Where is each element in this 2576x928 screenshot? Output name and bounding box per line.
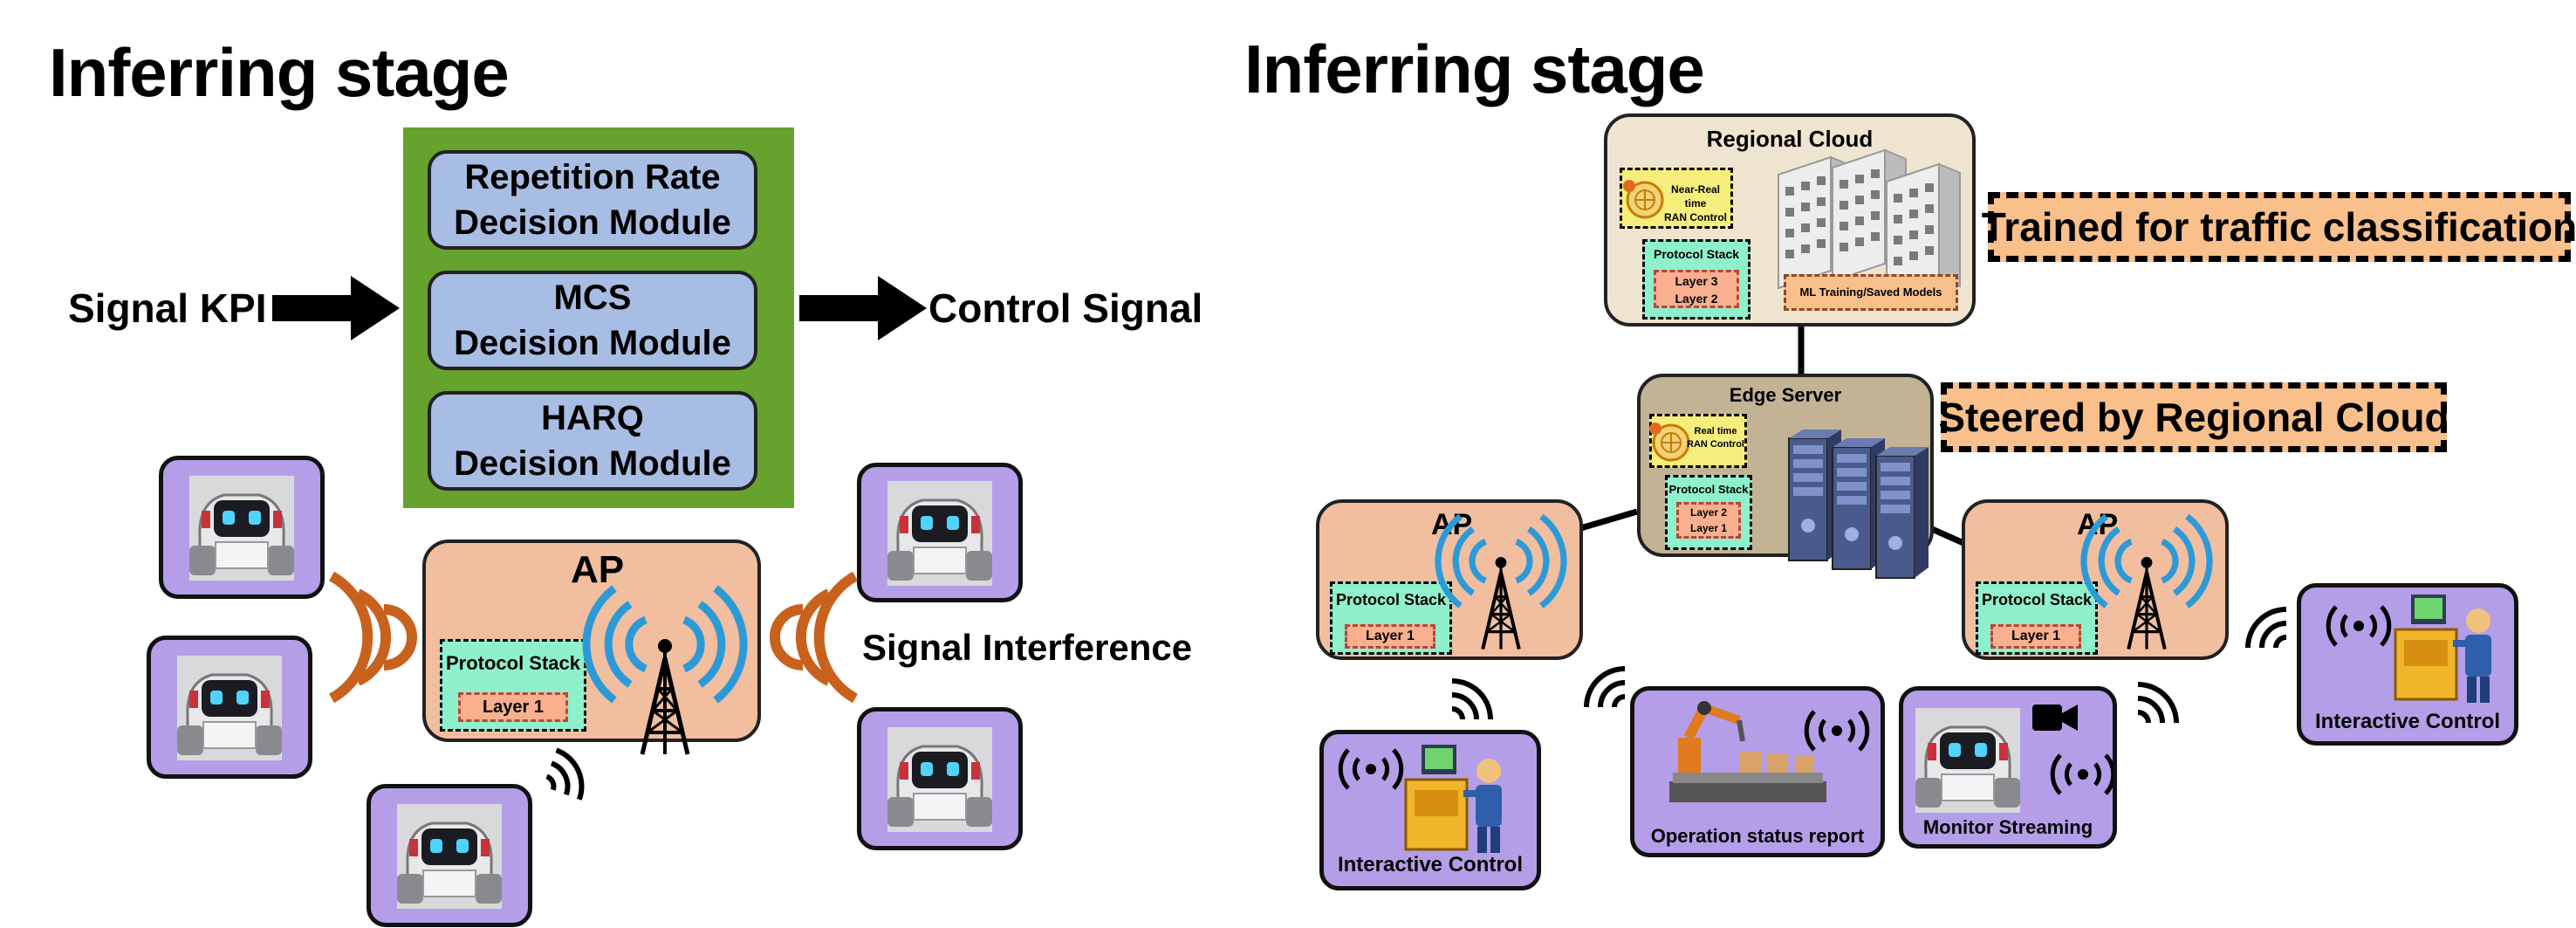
broadcast-icon bbox=[2083, 774, 2092, 783]
interference-waves-icon bbox=[770, 571, 859, 704]
steered-tag: Steered by Regional Cloud bbox=[1938, 382, 2449, 452]
interactive-control-device: Interactive Control bbox=[1319, 730, 1541, 890]
regional-cloud-label: Regional Cloud bbox=[1706, 126, 1874, 152]
trained-tag: Trained for traffic classification bbox=[1982, 192, 2576, 262]
ap-label: AP bbox=[571, 548, 625, 591]
ml-models-box: ML Training/Saved Models bbox=[1784, 274, 1958, 311]
interference-waves-icon bbox=[328, 571, 417, 704]
module-panel: Repetition Rate Decision Module MCS Deci… bbox=[403, 127, 794, 508]
control-signal-label: Control Signal bbox=[928, 285, 1203, 331]
edge-server-box: Edge Server Real time RAN Control Protoc… bbox=[1637, 374, 1934, 579]
edge-server-label: Edge Server bbox=[1729, 384, 1842, 406]
interactive-control-device: Interactive Control bbox=[2297, 583, 2518, 746]
antenna-tower-icon bbox=[1501, 571, 1510, 580]
layer-2: Layer 2 bbox=[1675, 292, 1718, 306]
gear-globe-icon bbox=[1648, 421, 1690, 462]
industrial-operator-icon bbox=[2394, 593, 2493, 705]
wifi-waves-icon bbox=[2239, 594, 2300, 655]
industrial-operator-icon bbox=[1404, 743, 1504, 855]
input-arrow bbox=[272, 276, 400, 340]
protocol-stack-box: Protocol Stack Layer 1 bbox=[440, 639, 586, 732]
rt-ric-box: Real time RAN Control bbox=[1648, 414, 1747, 468]
protocol-stack-label: Protocol Stack bbox=[445, 652, 581, 674]
device-label: Monitor Streaming bbox=[1922, 816, 2093, 838]
protocol-stack-label: Protocol Stack bbox=[1668, 483, 1749, 496]
device-label: Interactive Control bbox=[1337, 853, 1524, 876]
broadcast-icon bbox=[1837, 731, 1846, 739]
edge-protocol-stack: Protocol Stack Layer 2 Layer 1 bbox=[1665, 475, 1752, 550]
near-rt-ric-label: Near-Real time RAN Control bbox=[1664, 183, 1727, 223]
device-label: Operation status report bbox=[1650, 825, 1865, 847]
video-camera-icon bbox=[2032, 705, 2078, 731]
layer-1-box: Layer 1 bbox=[458, 692, 568, 722]
layer-2: Layer 2 bbox=[1689, 506, 1728, 519]
layer-3: Layer 3 bbox=[1675, 274, 1718, 288]
harq-module: HARQ Decision Module bbox=[428, 391, 757, 491]
device-label: Interactive Control bbox=[2314, 710, 2501, 733]
robot-icon bbox=[1914, 706, 2022, 815]
output-arrow bbox=[799, 276, 927, 340]
protocol-stack-box: Protocol Stack Layer 1 bbox=[1330, 581, 1452, 655]
protocol-stack-label: Protocol Stack bbox=[1335, 591, 1447, 608]
robot-device bbox=[147, 636, 312, 779]
broadcast-icon bbox=[2359, 626, 2367, 635]
mcs-module: MCS Decision Module bbox=[428, 271, 757, 370]
operation-status-device: Operation status report bbox=[1630, 686, 1885, 857]
signal-interference-label: Signal Interference bbox=[862, 627, 1193, 668]
protocol-stack-label: Protocol Stack bbox=[1653, 247, 1740, 261]
antenna-tower-icon bbox=[2147, 571, 2155, 580]
ap-box-right-right: AP Protocol Stack Layer 1 bbox=[1962, 499, 2229, 660]
wifi-waves-icon bbox=[1452, 677, 1504, 730]
regional-cloud-box: Regional Cloud Near-Real time RAN Contro… bbox=[1604, 113, 1976, 327]
cloud-protocol-stack: Protocol Stack Layer 3 Layer 2 bbox=[1642, 239, 1750, 320]
layer-stack: Layer 3 Layer 2 bbox=[1654, 270, 1739, 308]
gear-globe-icon bbox=[1621, 178, 1664, 219]
wifi-waves-icon bbox=[2138, 681, 2190, 733]
layer-1: Layer 1 bbox=[1689, 522, 1728, 534]
ap-box-left: AP Protocol Stack Layer 1 bbox=[422, 540, 761, 742]
left-title: Inferring stage bbox=[49, 34, 510, 111]
repetition-rate-module: Repetition Rate Decision Module bbox=[428, 150, 757, 250]
protocol-stack-label: Protocol Stack bbox=[1981, 591, 2093, 608]
server-rack-icon bbox=[1788, 429, 1929, 579]
rt-ric-label: Real time RAN Control bbox=[1687, 426, 1744, 450]
building-icon bbox=[1778, 149, 1961, 296]
robot-device bbox=[857, 707, 1023, 850]
protocol-stack-box: Protocol Stack Layer 1 bbox=[1976, 581, 2098, 655]
signal-kpi-label: Signal KPI bbox=[68, 285, 267, 331]
layer-1-box: Layer 1 bbox=[1990, 624, 2081, 649]
layer-stack: Layer 2 Layer 1 bbox=[1676, 502, 1741, 539]
robot-device bbox=[857, 463, 1023, 602]
broadcast-icon bbox=[1371, 769, 1380, 778]
ap-box-right-left: AP Protocol Stack Layer 1 bbox=[1316, 499, 1583, 660]
monitor-streaming-device: Monitor Streaming bbox=[1899, 686, 2117, 849]
right-title: Inferring stage bbox=[1244, 31, 1705, 107]
robot-device bbox=[367, 784, 532, 927]
layer-1-box: Layer 1 bbox=[1345, 624, 1435, 649]
robot-device bbox=[159, 456, 325, 599]
near-rt-ric-box: Near-Real time RAN Control bbox=[1620, 168, 1733, 229]
